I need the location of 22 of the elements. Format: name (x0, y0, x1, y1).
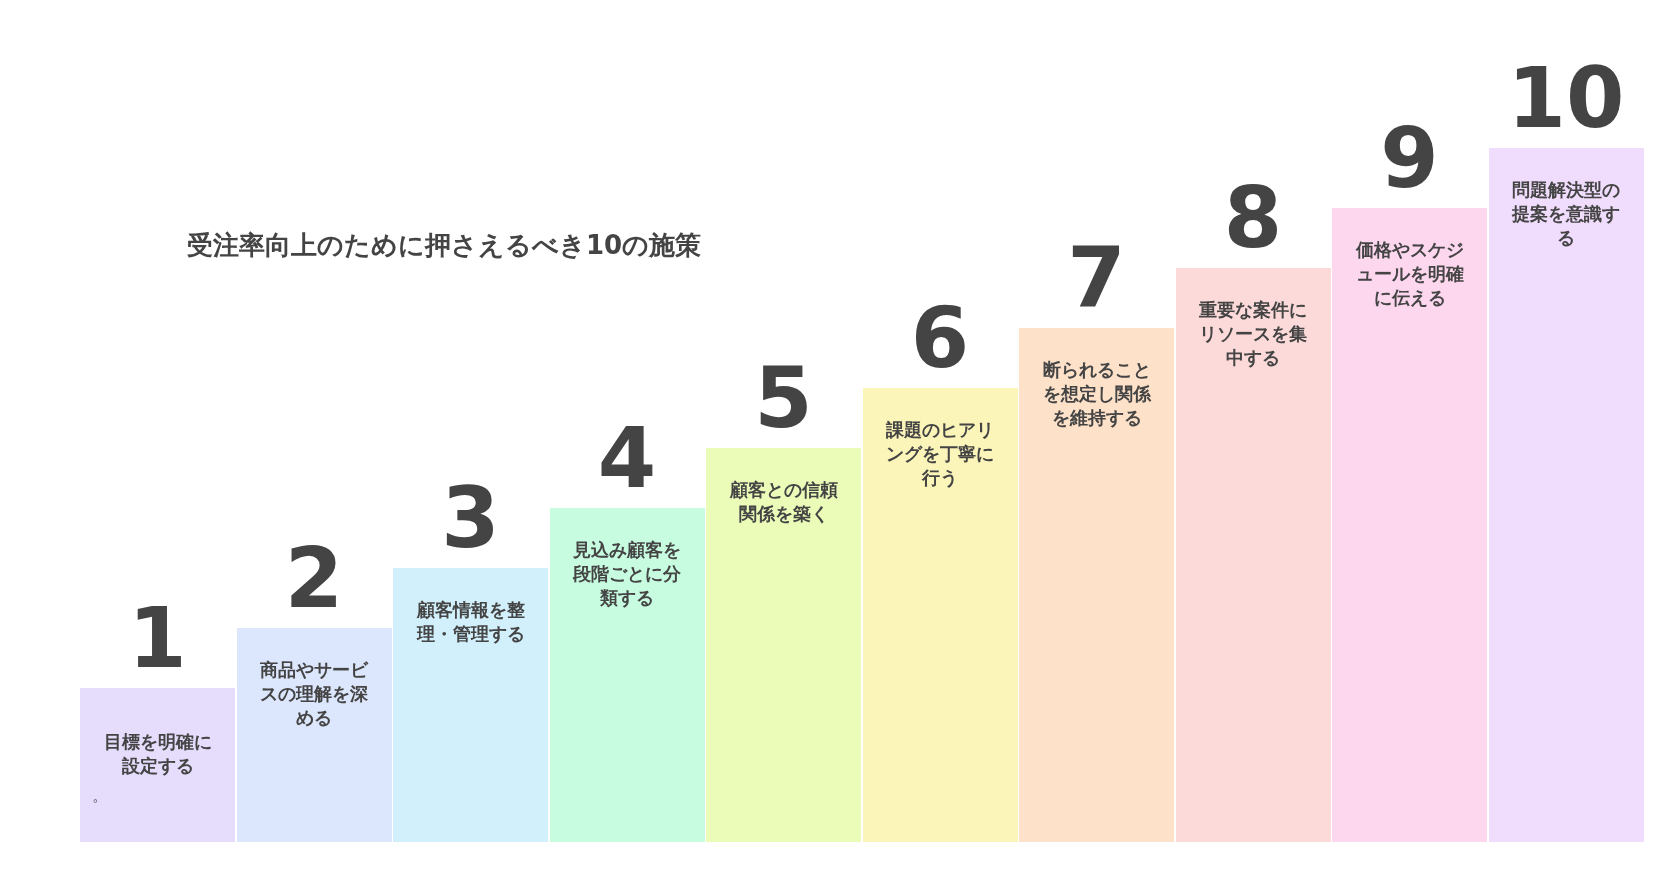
step-number: 6 (910, 296, 970, 380)
step-number: 5 (754, 356, 813, 440)
step-text: 課題のヒアリングを丁寧に行う (885, 418, 995, 490)
step-text: 価格やスケジュールを明確に伝える (1354, 238, 1465, 310)
step-text: 顧客情報を整理・管理する (415, 598, 526, 646)
step-text: 断られることを想定し関係を維持する (1041, 358, 1152, 430)
text-mark: 。 (92, 788, 108, 804)
step-text: 重要な案件にリソースを集中する (1198, 298, 1308, 370)
step-number: 1 (128, 596, 187, 680)
step-number: 9 (1380, 116, 1439, 200)
step-number: 3 (441, 476, 500, 560)
step-number: 10 (1507, 56, 1625, 140)
diagram-title: 受注率向上のために押さえるべき10の施策 (187, 229, 702, 262)
step-text: 目標を明確に設定する (102, 730, 213, 778)
step-number: 7 (1067, 236, 1126, 320)
step-text: 顧客との信頼関係を築く (728, 478, 839, 526)
step-text: 商品やサービスの理解を深める (259, 658, 370, 730)
step-number: 4 (597, 416, 657, 500)
step-number: 8 (1223, 176, 1283, 260)
step-text: 問題解決型の提案を意識する (1511, 178, 1621, 250)
step-text: 見込み顧客を段階ごとに分類する (571, 538, 682, 610)
step-number: 2 (284, 536, 344, 620)
